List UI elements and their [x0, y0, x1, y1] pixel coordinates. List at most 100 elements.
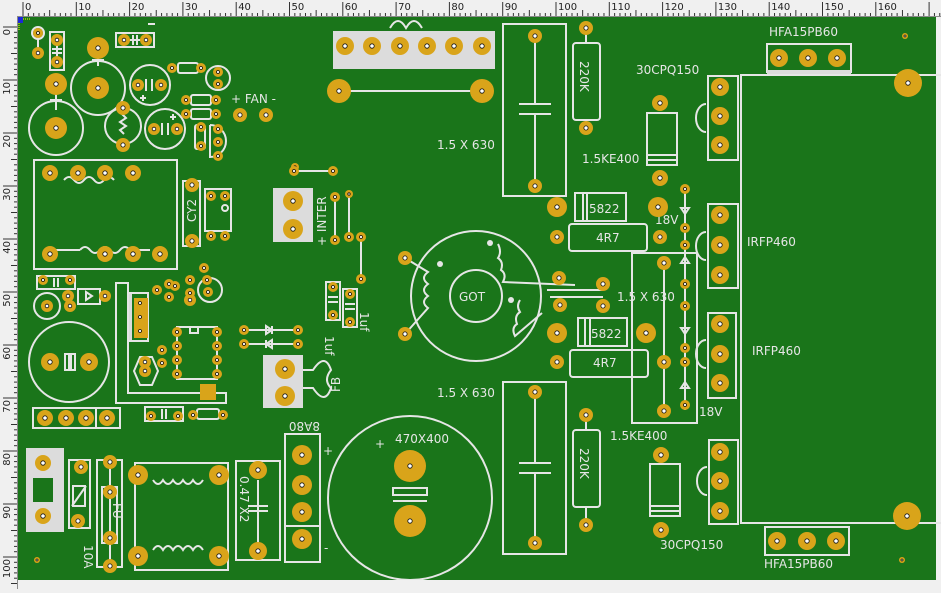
- drill-hole: [532, 33, 538, 39]
- drill-hole: [290, 226, 296, 232]
- drill-hole: [104, 415, 110, 421]
- drill-hole: [215, 330, 219, 334]
- drill-hole: [54, 37, 60, 43]
- capacitor-small-left[interactable]: [36, 275, 76, 290]
- transistor-round-mid[interactable]: [132, 356, 160, 386]
- diode-top-label: HFA15PB60: [769, 25, 838, 39]
- ruler-label: 110: [611, 2, 630, 13]
- tvs-diode-top[interactable]: [646, 112, 678, 166]
- drill-hole: [170, 66, 174, 70]
- ruler-label: 100: [558, 2, 577, 13]
- drill-hole: [40, 460, 46, 466]
- film-capacitor-top[interactable]: [502, 23, 567, 197]
- schottky-30cpq150-top[interactable]: [695, 75, 739, 161]
- drill-hole: [202, 266, 206, 270]
- drill-hole: [776, 55, 782, 61]
- tvs-diode-bottom[interactable]: [649, 463, 681, 517]
- drill-hole: [402, 255, 408, 261]
- drill-hole: [175, 330, 179, 334]
- optocoupler[interactable]: [204, 188, 232, 232]
- drill-hole: [95, 85, 101, 91]
- drill-hole: [263, 112, 269, 118]
- ruler-label: 60: [345, 2, 358, 13]
- drill-hole: [331, 285, 335, 289]
- transistor-round-left[interactable]: [33, 292, 61, 320]
- drill-hole: [397, 43, 403, 49]
- electrolytic-cap-4[interactable]: [144, 108, 186, 150]
- mosfet-irfp460-bottom[interactable]: [695, 312, 737, 399]
- diode-pair[interactable]: [244, 324, 298, 350]
- got-label: GOT: [459, 290, 486, 304]
- fuse-label: FU: [110, 503, 124, 519]
- ic-dip8[interactable]: [176, 326, 218, 380]
- film-capacitor-middle[interactable]: [631, 252, 698, 424]
- drill-hole: [191, 413, 195, 417]
- drill-hole: [299, 482, 305, 488]
- terminal-block-6[interactable]: [333, 20, 495, 69]
- ruler-label: 10: [78, 2, 91, 13]
- square-pad[interactable]: [200, 384, 216, 400]
- drill-hole: [189, 182, 195, 188]
- bridge-minus: -: [324, 541, 328, 555]
- bridge-rectifier[interactable]: [284, 433, 321, 563]
- ruler-label: 160: [878, 2, 897, 13]
- electrolytic-cap-3[interactable]: [129, 64, 171, 106]
- drill-hole: [336, 88, 342, 94]
- drill-hole: [149, 414, 153, 418]
- film-capacitor-bottom[interactable]: [502, 381, 567, 555]
- drill-hole: [717, 380, 723, 386]
- drill-hole: [717, 351, 723, 357]
- pin-header-4[interactable]: [32, 407, 121, 429]
- drill-hole: [173, 284, 177, 288]
- ruler-label: 80: [2, 453, 13, 466]
- drill-hole: [556, 275, 562, 281]
- gate-drive-transformer[interactable]: [404, 230, 603, 362]
- diode-hfa15pb60-top[interactable]: [766, 43, 852, 74]
- drill-hole: [242, 328, 246, 332]
- cap-mid-label: 1.5 X 630: [617, 290, 675, 304]
- diode-hfa15pb60-bottom[interactable]: [764, 526, 850, 556]
- electrolytic-cap-large-left[interactable]: [28, 321, 110, 403]
- heatsink-outline[interactable]: [740, 74, 941, 524]
- drill-hole: [833, 538, 839, 544]
- drill-hole: [657, 234, 663, 240]
- drill-hole: [205, 278, 209, 282]
- drill-hole: [65, 293, 71, 299]
- drill-hole: [683, 304, 687, 308]
- pcb-board[interactable]: + FAN - CY2 + INTER 1uf 1uf: [18, 17, 941, 581]
- res-bottom-label: 220K: [577, 448, 591, 480]
- common-mode-choke[interactable]: [134, 462, 229, 571]
- drill-hole: [209, 234, 213, 238]
- varistor[interactable]: [68, 459, 91, 529]
- drill-hole: [143, 37, 149, 43]
- drill-hole: [216, 154, 220, 158]
- schottky-30cpq150-bottom[interactable]: [696, 439, 739, 525]
- pcb-canvas[interactable]: + FAN - CY2 + INTER 1uf 1uf: [18, 17, 941, 581]
- drill-hole: [554, 330, 560, 336]
- diode-5822-bottom[interactable]: [577, 317, 628, 347]
- drill-hole: [107, 535, 113, 541]
- drill-hole: [47, 170, 53, 176]
- drill-hole: [209, 194, 213, 198]
- drill-hole: [282, 393, 288, 399]
- ruler-label: 30: [2, 188, 13, 201]
- resistor-4r7-bottom[interactable]: [569, 349, 649, 378]
- resistor-4r7-top[interactable]: [568, 223, 648, 252]
- drill-hole: [657, 175, 663, 181]
- diode-bottom-label: HFA15PB60: [764, 557, 833, 571]
- capacitor-small-bottom[interactable]: [144, 406, 184, 422]
- drill-hole: [151, 126, 157, 132]
- drill-hole: [155, 288, 159, 292]
- drill-hole: [292, 169, 296, 173]
- diode-5822-top[interactable]: [574, 192, 627, 222]
- drill-hole: [583, 125, 589, 131]
- ruler-label: 90: [2, 506, 13, 519]
- drill-hole: [296, 328, 300, 332]
- diode-small-round[interactable]: [205, 65, 231, 91]
- mosfet-irfp460-top[interactable]: [695, 203, 739, 289]
- ruler-label: 40: [238, 2, 251, 13]
- drill-hole: [138, 301, 142, 305]
- mosfet-top-label: IRFP460: [747, 235, 796, 249]
